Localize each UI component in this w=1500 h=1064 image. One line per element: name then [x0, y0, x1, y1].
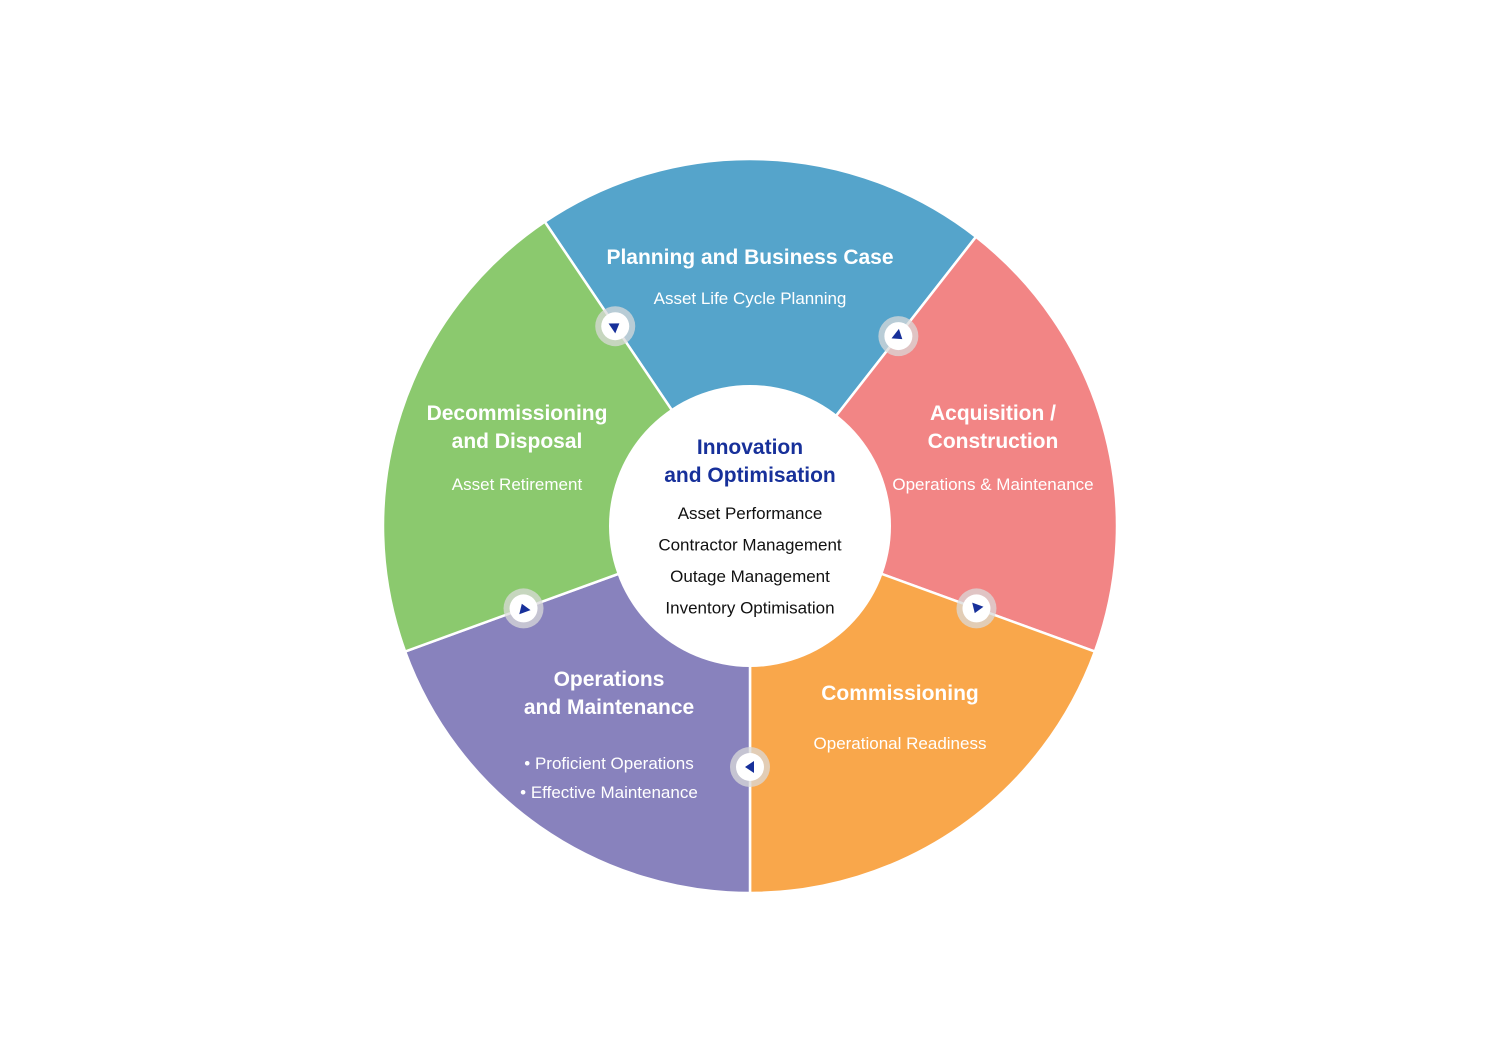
segment-subtitle: Asset Life Cycle Planning [654, 289, 847, 308]
arrow-icon [956, 588, 997, 629]
segment-operations-labels: Operations and Maintenance • Proficient Op… [520, 668, 698, 802]
center-list-item: Contractor Management [658, 536, 842, 555]
segment-subtitle: • Effective Maintenance [520, 783, 698, 802]
segment-title: Commissioning [821, 682, 979, 705]
center-title: and Optimisation [664, 464, 836, 487]
arrow-icon [878, 316, 919, 357]
segment-subtitle: Asset Retirement [452, 475, 583, 494]
segment-title: Planning and Business Case [606, 246, 893, 269]
segment-title: Acquisition / [930, 402, 1056, 425]
segment-title: Construction [928, 430, 1059, 453]
segment-title: and Disposal [452, 430, 583, 453]
segment-title: and Maintenance [524, 696, 694, 719]
segment-subtitle: Operations & Maintenance [892, 475, 1093, 494]
segment-subtitle: Operational Readiness [814, 734, 987, 753]
segments-layer [381, 157, 1119, 895]
segment-subtitle: • Proficient Operations [524, 754, 693, 773]
center-title: Innovation [697, 436, 803, 459]
center-list-item: Asset Performance [678, 504, 823, 523]
arrow-icon [595, 306, 636, 347]
segment-planning [543, 157, 978, 529]
segment-title: Decommissioning [427, 402, 608, 425]
segment-title: Operations [554, 668, 665, 691]
arrow-icon [503, 588, 544, 629]
center-circle [609, 385, 891, 667]
center-list-item: Outage Management [670, 567, 830, 586]
center-list-item: Inventory Optimisation [665, 599, 834, 618]
arrow-icon [730, 747, 770, 787]
arrows-layer [503, 306, 997, 787]
